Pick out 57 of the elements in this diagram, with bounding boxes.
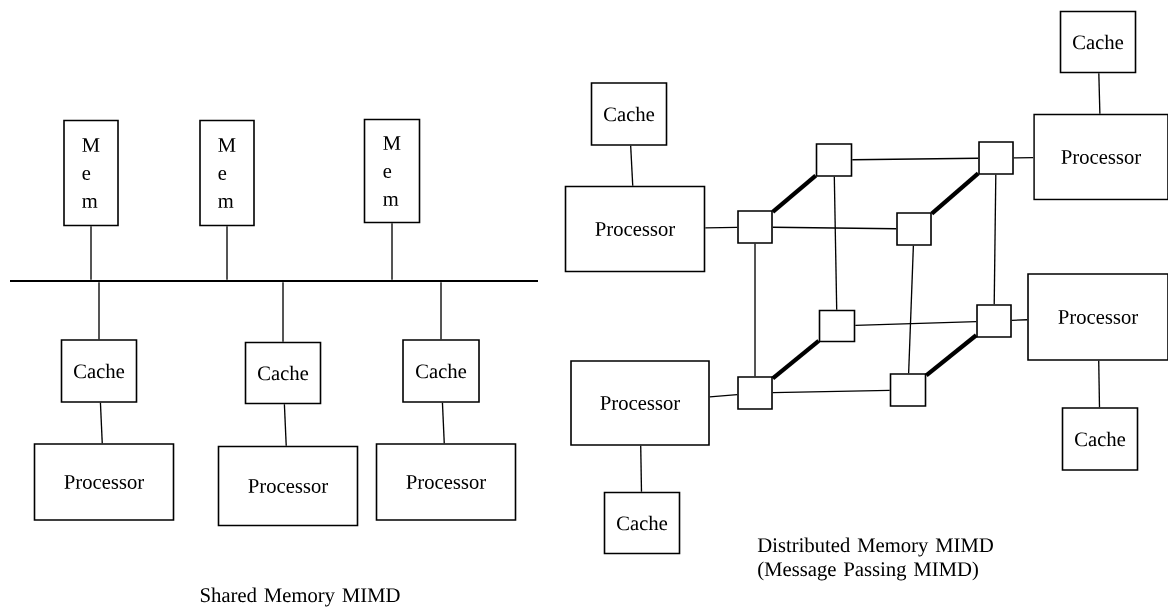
connector-line (226, 225, 228, 281)
connector-line (924, 333, 978, 377)
text-box: Processor (217, 445, 359, 527)
switch-box (976, 304, 1012, 338)
switch-box (737, 376, 773, 410)
text-box: Cache (1059, 10, 1137, 74)
connector-line (771, 339, 821, 381)
connector-line (282, 281, 284, 343)
connector-line (704, 226, 738, 229)
connector-line (851, 157, 979, 161)
connector-line (1098, 72, 1101, 115)
connector-line (754, 243, 756, 377)
connector-line (98, 281, 100, 340)
text-box: Processor (33, 443, 175, 521)
switch-box (896, 212, 932, 246)
connector-line (772, 389, 891, 394)
connector-line (930, 171, 980, 216)
text-box: Processor (375, 443, 517, 521)
connector-line (90, 225, 92, 281)
text-box: Processor (564, 185, 706, 273)
connector-line (1013, 157, 1034, 159)
caption: Shared Memory MIMD (200, 587, 400, 607)
connector-line (283, 403, 287, 447)
connector-line (993, 174, 997, 305)
connector-line (772, 226, 897, 230)
connector-line (854, 320, 977, 327)
connector-line (1011, 319, 1028, 321)
text-box: Cache (244, 341, 322, 405)
connector-line (640, 445, 643, 493)
switch-box (889, 373, 927, 407)
switch-box (818, 309, 856, 343)
connector-line (833, 176, 838, 311)
bus-line (10, 280, 538, 282)
switch-box (978, 141, 1014, 175)
text-box: Cache (1061, 407, 1139, 471)
memory-box: M e m (199, 119, 255, 227)
caption: Distributed Memory MIMD (Message Passing MIMD) (757, 537, 993, 581)
text-box: Processor (1027, 273, 1168, 361)
connector-line (1098, 360, 1101, 408)
memory-box: M e m (363, 118, 421, 224)
text-box: Processor (1033, 113, 1168, 201)
connector-line (630, 145, 634, 187)
text-box: Cache (603, 491, 681, 555)
connector-line (441, 402, 445, 444)
connector-line (907, 245, 915, 374)
connector-line (709, 393, 738, 398)
memory-box: M e m (63, 119, 119, 227)
switch-box (815, 143, 853, 177)
connector-line (771, 173, 818, 214)
connector-line (440, 281, 442, 340)
text-box: Cache (402, 339, 480, 403)
text-box: Cache (590, 82, 668, 146)
connector-line (391, 222, 393, 281)
text-box: Cache (60, 339, 138, 403)
switch-box (737, 210, 773, 244)
text-box: Processor (570, 360, 710, 446)
connector-line (99, 402, 103, 444)
